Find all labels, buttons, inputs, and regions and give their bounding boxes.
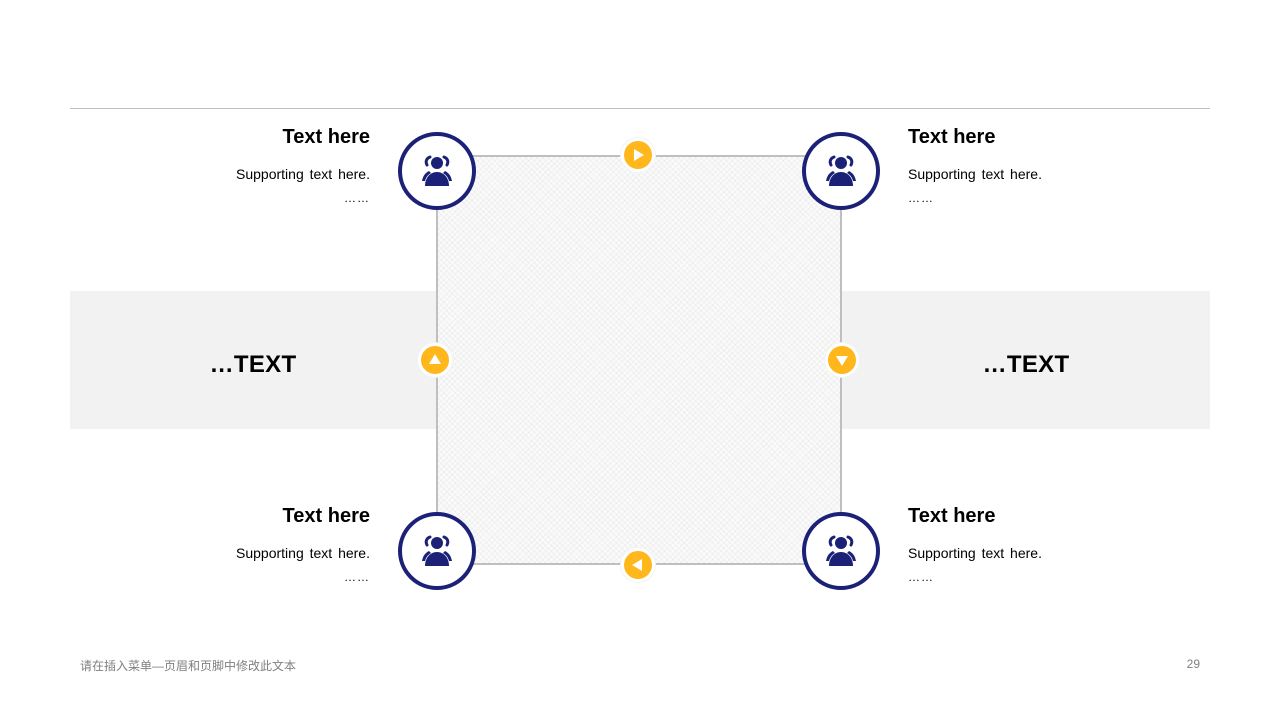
label-subtitle: Supporting text here.	[908, 545, 1042, 561]
node-bottom-left	[398, 512, 476, 590]
label-subtitle: Supporting text here.	[908, 166, 1042, 182]
label-ellipsis: ……	[344, 191, 370, 205]
label-bottom-right: Text here Supporting text here. ……	[908, 504, 1208, 584]
people-icon	[422, 535, 452, 566]
page-number: 29	[1186, 657, 1200, 671]
label-top-left: Text here Supporting text here. ……	[70, 125, 370, 205]
node-top-right	[802, 132, 880, 210]
node-top-left	[398, 132, 476, 210]
top-divider	[70, 108, 1210, 109]
right-band-text: …TEXT	[982, 351, 1070, 378]
left-band-text: …TEXT	[209, 351, 297, 378]
label-ellipsis: ……	[908, 570, 934, 584]
label-title: Text here	[282, 126, 370, 148]
label-subtitle: Supporting text here.	[236, 166, 370, 182]
label-ellipsis: ……	[908, 191, 934, 205]
right-band: …TEXT	[842, 291, 1210, 429]
footer-text: 请在插入菜单—页眉和页脚中修改此文本	[80, 659, 297, 673]
node-bottom-right	[802, 512, 880, 590]
label-bottom-left: Text here Supporting text here. ……	[70, 504, 370, 584]
left-band: …TEXT	[70, 291, 436, 429]
label-ellipsis: ……	[344, 570, 370, 584]
arrow-up-icon	[418, 343, 452, 377]
label-top-right: Text here Supporting text here. ……	[908, 125, 1208, 205]
people-icon	[826, 155, 856, 186]
label-subtitle: Supporting text here.	[236, 545, 370, 561]
cycle-square	[436, 155, 842, 565]
people-icon	[826, 535, 856, 566]
arrow-left-icon	[621, 548, 655, 582]
people-icon	[422, 155, 452, 186]
label-title: Text here	[908, 505, 996, 527]
arrow-down-icon	[825, 343, 859, 377]
arrow-right-icon	[621, 138, 655, 172]
label-title: Text here	[282, 505, 370, 527]
label-title: Text here	[908, 126, 996, 148]
